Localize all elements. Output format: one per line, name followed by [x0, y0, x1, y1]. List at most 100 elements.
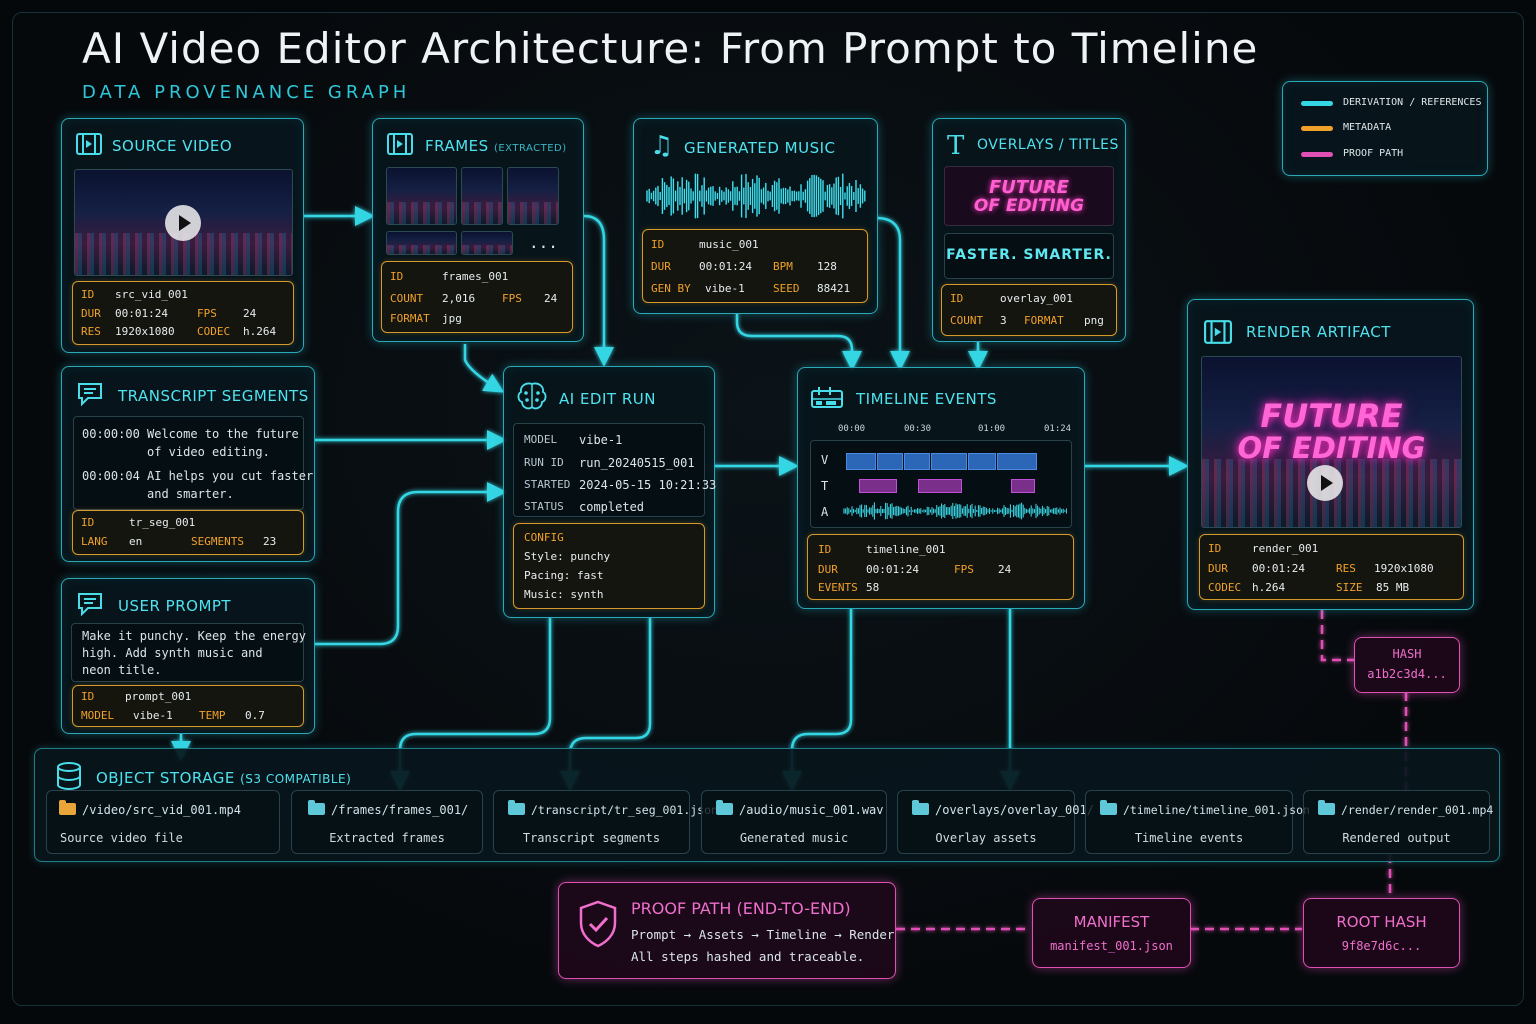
source-video-metadata: ID src_vid_001 DUR 00:01:24 FPS 24 RES 1… [72, 281, 294, 345]
title-card-line-2: OF EDITING [973, 196, 1085, 216]
render-preview: FUTURE OF EDITING [1201, 356, 1462, 528]
music-note-icon: ♫ [650, 131, 674, 161]
user-prompt-node[interactable]: USER PROMPT Make it punchy. Keep the ene… [61, 578, 315, 734]
run-field-value: vibe-1 [579, 433, 623, 447]
storage-desc: Extracted frames [329, 831, 445, 845]
meta-value-lang: en [129, 535, 143, 548]
storage-item[interactable]: /transcript/tr_seg_001.json Transcript s… [493, 790, 718, 854]
meta-key: CODEC [197, 325, 231, 338]
title-clip[interactable] [918, 479, 962, 493]
meta-key: ID [81, 516, 95, 529]
frames-metadata: ID frames_001 COUNT 2,016 FPS 24 FORMAT … [381, 261, 573, 333]
timeline-node[interactable]: TIMELINE EVENTS 00:00 00:30 01:00 01:24 … [797, 367, 1085, 609]
overlays-metadata: ID overlay_001 COUNT 3 FORMAT png [941, 284, 1117, 336]
manifest-value: manifest_001.json [1050, 939, 1173, 953]
meta-value-id: overlay_001 [1000, 292, 1073, 305]
object-storage-title: OBJECT STORAGE (S3 COMPATIBLE) [96, 769, 351, 787]
audio-waveform [843, 502, 1067, 520]
meta-key: ID [651, 238, 665, 251]
storage-path-text: /audio/music_001.wav [739, 803, 884, 817]
video-clip[interactable] [846, 453, 876, 470]
render-overlay-line-2: OF EDITING [1237, 431, 1426, 465]
tagline-text: FASTER. SMARTER. [946, 247, 1112, 263]
frames-node[interactable]: FRAMES (EXTRACTED) ... ID frames_001 COU… [372, 118, 584, 342]
video-clip[interactable] [904, 453, 930, 470]
play-button-icon[interactable] [165, 205, 201, 241]
meta-key: DUR [651, 260, 671, 273]
config-item: Pacing: fast [524, 569, 604, 582]
render-artifact-node[interactable]: RENDER ARTIFACT FUTURE OF EDITING ID ren… [1187, 299, 1474, 610]
proof-path-line-1: Prompt → Assets → Timeline → Render [631, 927, 895, 942]
meta-value-fps: 24 [998, 563, 1012, 576]
folder-icon [1100, 800, 1117, 815]
run-field-key: STARTED [524, 478, 571, 491]
transcript-title: TRANSCRIPT SEGMENTS [118, 387, 309, 405]
storage-item[interactable]: /timeline/timeline_001.json Timeline eve… [1085, 790, 1310, 854]
video-clip[interactable] [997, 453, 1037, 470]
run-field-key: RUN ID [524, 456, 564, 469]
meta-key: COUNT [950, 314, 984, 327]
folder-icon [912, 800, 929, 815]
root-hash-value: 9f8e7d6c... [1341, 939, 1422, 953]
proof-path-title: PROOF PATH (END-TO-END) [631, 899, 851, 918]
page-subtitle: DATA PROVENANCE GRAPH [82, 82, 411, 103]
storage-path: /overlays/overlay_001/ [912, 800, 1094, 817]
storage-path: /video/src_vid_001.mp4 [59, 800, 241, 817]
hash-value: a1b2c3d4... [1367, 667, 1447, 681]
timeline-tick: 01:24 [1044, 424, 1072, 434]
video-clip[interactable] [877, 453, 903, 470]
hash-node[interactable]: HASH a1b2c3d4... [1354, 637, 1460, 693]
storage-item[interactable]: /overlays/overlay_001/ Overlay assets [897, 790, 1094, 854]
timeline-tick: 01:00 [978, 424, 1006, 434]
track-label-audio: A [821, 505, 829, 519]
timeline-metadata: ID timeline_001 DUR 00:01:24 FPS 24 EVEN… [807, 534, 1074, 600]
meta-key: FPS [197, 307, 217, 320]
hash-label: HASH [1392, 647, 1422, 661]
title-clip[interactable] [1011, 479, 1035, 493]
storage-path: /transcript/tr_seg_001.json [508, 800, 718, 817]
meta-key: DUR [818, 563, 838, 576]
storage-item[interactable]: /render/render_001.mp4 Rendered output [1303, 790, 1493, 854]
meta-value-fps: 24 [243, 307, 257, 320]
legend-label-derivation: DERIVATION / REFERENCES [1343, 97, 1482, 108]
video-clip[interactable] [968, 453, 996, 470]
music-node[interactable]: ♫ GENERATED MUSIC ID music_001 DUR 00:01… [633, 118, 878, 314]
play-button-icon[interactable] [1307, 465, 1343, 501]
meta-value-dur: 00:01:24 [866, 563, 919, 576]
render-artifact-title: RENDER ARTIFACT [1246, 323, 1391, 341]
folder-icon [59, 800, 76, 815]
meta-value-model: vibe-1 [133, 709, 173, 722]
segment-text: of video editing. [147, 445, 270, 459]
segment-time: 00:00:00 [82, 427, 140, 441]
proof-path-node[interactable]: PROOF PATH (END-TO-END) Prompt → Assets … [558, 882, 896, 979]
transcript-node[interactable]: TRANSCRIPT SEGMENTS 00:00:00 Welcome to … [61, 366, 315, 562]
overlays-node[interactable]: T OVERLAYS / TITLES FUTURE OF EDITING FA… [932, 118, 1126, 342]
manifest-node[interactable]: MANIFEST manifest_001.json [1032, 898, 1191, 968]
config-item: Style: punchy [524, 550, 611, 563]
ai-edit-run-node[interactable]: AI EDIT RUN MODEL vibe-1 RUN ID run_2024… [503, 366, 716, 618]
music-metadata: ID music_001 DUR 00:01:24 BPM 128 GEN BY… [642, 229, 868, 303]
storage-item[interactable]: /frames/frames_001/ Extracted frames [291, 790, 483, 854]
meta-value-codec: h.264 [1252, 581, 1286, 594]
legend-swatch-derivation [1301, 101, 1333, 106]
meta-value-dur: 00:01:24 [115, 307, 168, 320]
source-video-node[interactable]: SOURCE VIDEO ID src_vid_001 DUR 00:01:24… [61, 118, 304, 353]
root-hash-label: ROOT HASH [1336, 913, 1427, 931]
tagline-card-preview: FASTER. SMARTER. [944, 233, 1114, 279]
meta-key: EVENTS [818, 581, 858, 594]
storage-item[interactable]: /audio/music_001.wav Generated music [701, 790, 887, 854]
frame-thumbnail [386, 167, 457, 225]
shield-check-icon [579, 900, 617, 948]
meta-value-id: timeline_001 [866, 543, 946, 556]
meta-value-res: 1920x1080 [115, 325, 175, 338]
meta-value-id: src_vid_001 [115, 288, 188, 301]
title-clip[interactable] [859, 479, 897, 493]
storage-item[interactable]: /video/src_vid_001.mp4 Source video file [46, 790, 280, 854]
frames-title-main: FRAMES [425, 137, 489, 155]
transcript-metadata: ID tr_seg_001 LANG en SEGMENTS 23 [72, 510, 304, 555]
video-clip[interactable] [931, 453, 967, 470]
meta-key: FPS [954, 563, 974, 576]
timeline-icon [811, 387, 843, 408]
title-card-line-1: FUTURE [989, 177, 1069, 198]
root-hash-node[interactable]: ROOT HASH 9f8e7d6c... [1303, 898, 1460, 968]
